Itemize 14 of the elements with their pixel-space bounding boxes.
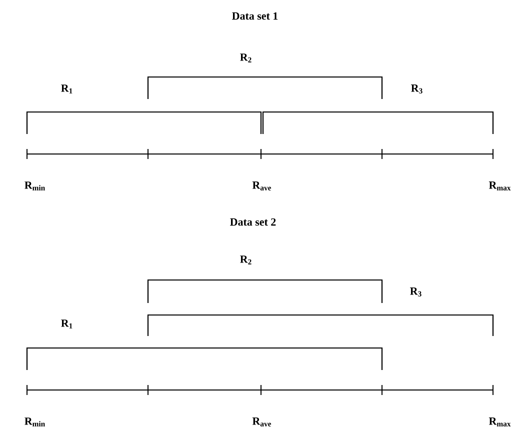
range-label: R$_{3}$ (410, 288, 422, 296)
range-label: R$_{1}$ (61, 320, 72, 328)
range-label: R$_{3}$ (411, 84, 422, 94)
panel-title: Data set 1 (232, 12, 278, 20)
panel-title: Data set 2 (230, 218, 276, 226)
axis-label: R$_{max}$ (488, 418, 511, 426)
range-label: R$_{2}$ (240, 54, 252, 62)
axis-label: R$_{ave}$ (252, 418, 272, 426)
range-label: R$_{1}$ (61, 84, 72, 94)
axis-label: R$_{ave}$ (252, 182, 272, 190)
axis-label: R$_{min}$ (24, 182, 45, 190)
axis-label: R$_{max}$ (488, 182, 511, 190)
range-label: R$_{2}$ (240, 256, 252, 264)
axis-label: R$_{min}$ (24, 418, 45, 426)
